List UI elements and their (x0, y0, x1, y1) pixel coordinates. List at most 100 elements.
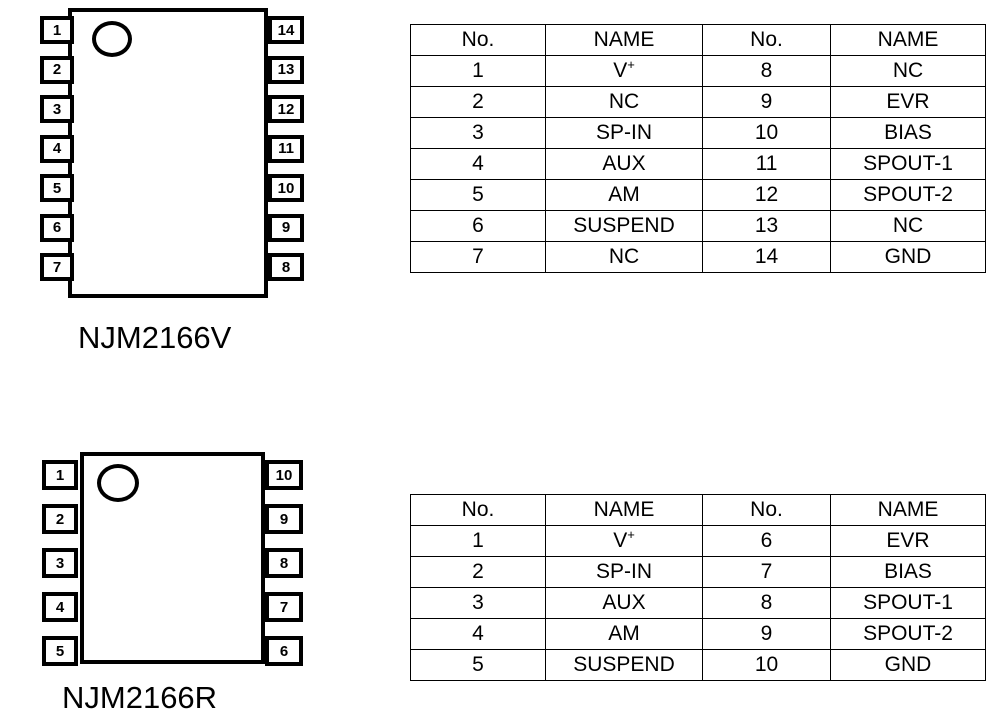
pin-number-cell: 12 (702, 179, 831, 211)
pin-number-cell: 13 (702, 210, 831, 242)
pin-pad-9: 9 (265, 504, 303, 534)
pin-pad-2: 2 (42, 504, 78, 534)
pin-name-cell: SPOUT-1 (830, 148, 986, 180)
pin-name-cell: AUX (545, 148, 703, 180)
pin-pad-1: 1 (42, 460, 78, 490)
pin-number-cell: 6 (410, 210, 546, 242)
pin-name-cell: SPOUT-1 (830, 587, 986, 619)
pin-pad-10: 10 (265, 460, 303, 490)
pin-number-cell: 11 (702, 148, 831, 180)
pin-number-cell: 4 (410, 148, 546, 180)
pin-name-cell: NC (545, 86, 703, 118)
pin-pad-7: 7 (265, 592, 303, 622)
pin1-dot-icon (92, 21, 132, 57)
pin-name-cell: AUX (545, 587, 703, 619)
pin-pad-1: 1 (40, 16, 74, 44)
pin-number-cell: 8 (702, 55, 831, 87)
pin-pad-8: 8 (268, 253, 304, 281)
pin-pad-9: 9 (268, 213, 304, 242)
pin-pad-3: 3 (40, 95, 74, 123)
column-header-2: NAME (545, 494, 703, 526)
pin-pad-14: 14 (268, 16, 304, 44)
pin-pad-3: 3 (42, 548, 78, 578)
pin-name-cell: NC (830, 210, 986, 242)
pin-pad-6: 6 (40, 213, 74, 242)
column-header-4: NAME (830, 24, 986, 56)
pin-pad-11: 11 (268, 134, 304, 163)
pin-number-cell: 5 (410, 649, 546, 681)
pin-name-cell: EVR (830, 525, 986, 557)
column-header-4: NAME (830, 494, 986, 526)
pin-pad-4: 4 (40, 134, 74, 163)
package-label-njm2166r: NJM2166R (62, 680, 218, 715)
pin-name-cell: SP-IN (545, 556, 703, 588)
column-header-3: No. (702, 24, 831, 56)
pin-number-cell: 5 (410, 179, 546, 211)
pin-number-cell: 1 (410, 55, 546, 87)
pin-name-cell: V+ (545, 525, 703, 557)
pin-number-cell: 9 (702, 618, 831, 650)
column-header-1: No. (410, 24, 546, 56)
pin-number-cell: 14 (702, 241, 831, 273)
pin1-dot-icon (97, 464, 139, 502)
pin-name-cell: SUSPEND (545, 649, 703, 681)
pin-pad-8: 8 (265, 548, 303, 578)
pin-pad-12: 12 (268, 95, 304, 123)
pin-number-cell: 9 (702, 86, 831, 118)
pin-number-cell: 7 (702, 556, 831, 588)
pin-number-cell: 2 (410, 556, 546, 588)
pin-name-cell: BIAS (830, 556, 986, 588)
pin-name-cell: EVR (830, 86, 986, 118)
pin-name-cell: NC (545, 241, 703, 273)
pin-pad-4: 4 (42, 592, 78, 622)
pin-number-cell: 6 (702, 525, 831, 557)
pin-pad-5: 5 (40, 174, 74, 202)
pin-name-cell: SUSPEND (545, 210, 703, 242)
pin-name-cell: GND (830, 649, 986, 681)
pin-number-cell: 1 (410, 525, 546, 557)
column-header-3: No. (702, 494, 831, 526)
column-header-2: NAME (545, 24, 703, 56)
pin-number-cell: 3 (410, 587, 546, 619)
pin-number-cell: 8 (702, 587, 831, 619)
pin-name-cell: SPOUT-2 (830, 179, 986, 211)
column-header-1: No. (410, 494, 546, 526)
pin-name-cell: SP-IN (545, 117, 703, 149)
pin-pad-7: 7 (40, 253, 74, 281)
pin-pad-2: 2 (40, 55, 74, 84)
pin-number-cell: 10 (702, 117, 831, 149)
pin-name-cell: AM (545, 618, 703, 650)
pin-name-cell: GND (830, 241, 986, 273)
pin-pad-5: 5 (42, 636, 78, 666)
pin-number-cell: 2 (410, 86, 546, 118)
pin-number-cell: 10 (702, 649, 831, 681)
pin-name-cell: NC (830, 55, 986, 87)
pin-number-cell: 3 (410, 117, 546, 149)
pin-number-cell: 4 (410, 618, 546, 650)
pin-name-cell: SPOUT-2 (830, 618, 986, 650)
pin-name-cell: AM (545, 179, 703, 211)
pin-pad-6: 6 (265, 636, 303, 666)
pin-name-cell: V+ (545, 55, 703, 87)
pin-pad-10: 10 (268, 174, 304, 202)
pin-name-cell: BIAS (830, 117, 986, 149)
pin-number-cell: 7 (410, 241, 546, 273)
pin-pad-13: 13 (268, 55, 304, 84)
package-label-njm2166v: NJM2166V (78, 320, 232, 355)
